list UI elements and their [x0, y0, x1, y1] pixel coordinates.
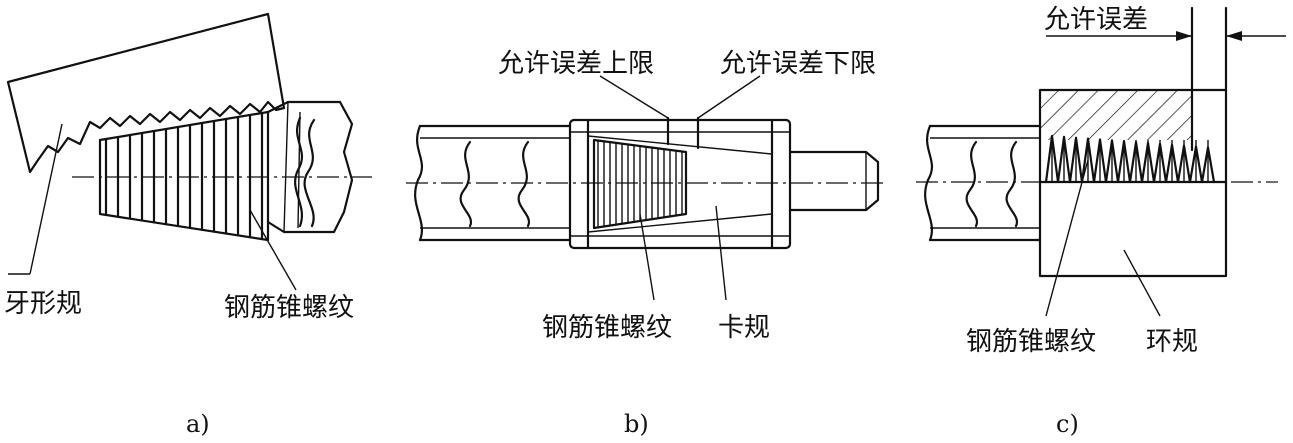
label-thread-profile-gauge: 牙形规 — [4, 289, 82, 319]
panel-b: 允许误差上限 允许误差下限 钢筋锥螺纹 卡规 b) — [406, 49, 886, 438]
leader-thread-a — [249, 209, 297, 291]
caliper-gauge — [568, 116, 792, 250]
rebar-b — [414, 124, 572, 242]
caption-b: b) — [624, 410, 649, 438]
leader-gauge-a — [29, 123, 63, 275]
leader-thread-c — [1045, 159, 1089, 317]
leader-lower-limit — [697, 75, 761, 119]
label-upper-limit: 允许误差上限 — [498, 49, 654, 79]
leader-upper-limit — [599, 75, 669, 119]
rebar-taper-thread-a — [98, 110, 270, 242]
rebar-hex-end — [266, 100, 354, 234]
label-tolerance: 允许误差 — [1044, 5, 1148, 35]
leader-thread-b — [639, 213, 655, 301]
label-ring-gauge: 环规 — [1146, 327, 1198, 357]
tolerance-dimension — [1046, 31, 1286, 41]
label-caliper-gauge: 卡规 — [718, 313, 770, 343]
leader-caliper — [715, 205, 727, 301]
thread-zigzag — [1044, 134, 1216, 184]
label-rebar-thread-b: 钢筋锥螺纹 — [542, 313, 672, 343]
thread-profile-gauge — [6, 12, 286, 174]
caption-c: c) — [1056, 410, 1079, 438]
label-rebar-thread-c: 钢筋锥螺纹 — [966, 327, 1096, 357]
caliper-shaft — [788, 150, 880, 212]
panel-c: 允许误差 钢筋锥螺纹 环规 c) — [916, 5, 1286, 438]
leader-ring — [1123, 249, 1161, 317]
caption-a: a) — [186, 410, 210, 438]
panel-a: 牙形规 钢筋锥螺纹 a) — [4, 12, 372, 438]
rebar-taper-thread-c — [1044, 134, 1216, 184]
label-rebar-thread-a: 钢筋锥螺纹 — [224, 293, 354, 323]
label-lower-limit: 允许误差下限 — [720, 49, 876, 79]
rebar-c — [924, 124, 1042, 242]
